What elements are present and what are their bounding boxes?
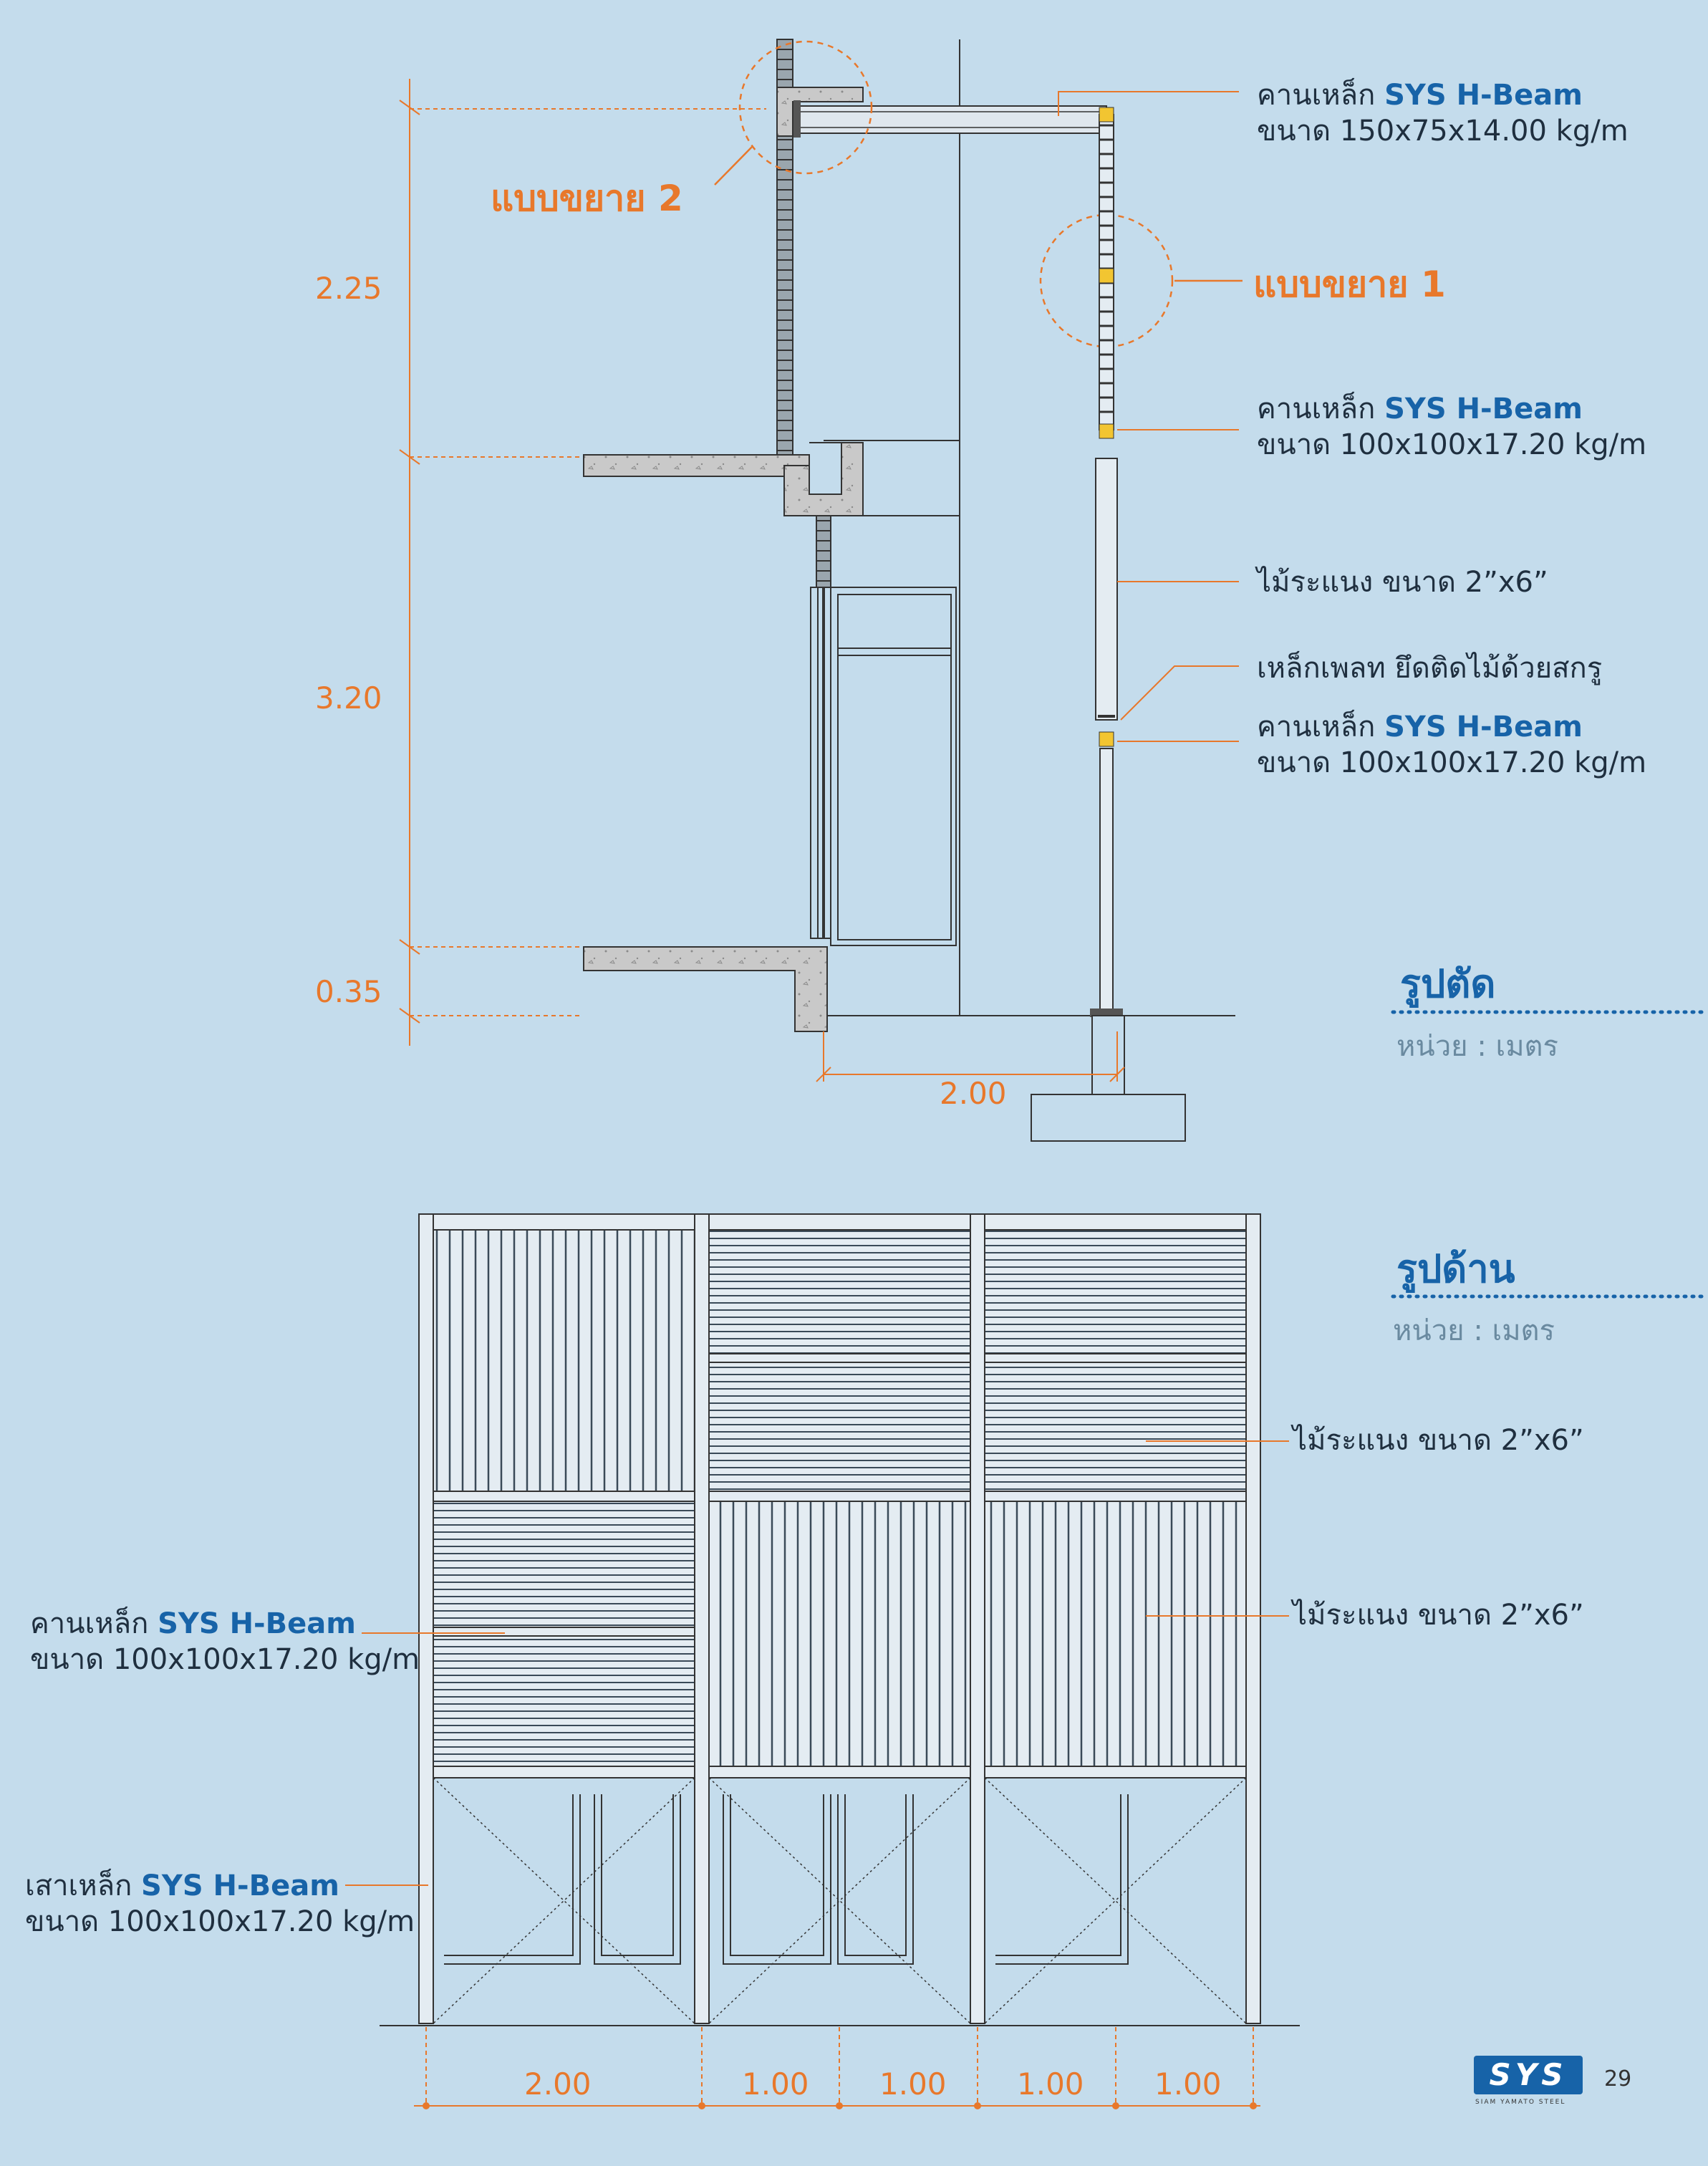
section-drawing [399,39,1708,1142]
label-brand: SYS H-Beam [1384,79,1583,112]
section-label-top-beam: คานเหล็ก SYS H-Beam ขนาด 150x75x14.00 kg… [1257,77,1629,149]
elevation-unit: หน่วย : เมตร [1393,1314,1555,1347]
section-title: รูปตัด [1400,961,1496,1006]
elevation-label-column: เสาเหล็ก SYS H-Beam ขนาด 100x100x17.20 k… [25,1868,415,1940]
page-number: 29 [1604,2066,1632,2092]
elevation-dim-4: 1.00 [1017,2066,1084,2102]
elevation-label-slat-top: ไม้ระแนง ขนาด 2”x6” [1293,1424,1584,1457]
elevation-dim-1: 2.00 [524,2066,592,2102]
elevation-title: รูปด้าน [1396,1246,1515,1291]
label-size: ขนาด 100x100x17.20 kg/m [1257,428,1647,461]
label-brand: SYS H-Beam [141,1869,339,1902]
sys-logo: SYS [1474,2056,1583,2094]
elevation-label-beam: คานเหล็ก SYS H-Beam ขนาด 100x100x17.20 k… [30,1606,420,1678]
elevation-dim-5: 1.00 [1154,2066,1222,2102]
label-prefix: คานเหล็ก [30,1607,149,1640]
detail-1-label: แบบขยาย 1 [1253,264,1446,305]
logo-subtitle: SIAM YAMATO STEEL [1475,2099,1566,2106]
label-prefix: คานเหล็ก [1257,79,1376,112]
label-prefix: คานเหล็ก [1257,711,1376,743]
dim-height-lower: 0.35 [315,974,382,1009]
dim-width: 2.00 [940,1076,1007,1111]
label-size: ขนาด 100x100x17.20 kg/m [1257,746,1647,779]
section-label-plate: เหล็กเพลท ยึดติดไม้ด้วยสกรู [1257,652,1603,685]
label-prefix: คานเหล็ก [1257,393,1376,425]
elevation-label-slat-mid: ไม้ระแนง ขนาด 2”x6” [1293,1599,1584,1632]
label-size: ขนาด 100x100x17.20 kg/m [30,1643,420,1676]
elevation-dim-3: 1.00 [879,2066,947,2102]
section-label-low-beam: คานเหล็ก SYS H-Beam ขนาด 100x100x17.20 k… [1257,709,1646,781]
label-brand: SYS H-Beam [158,1607,356,1640]
dim-height-upper: 2.25 [315,271,382,306]
label-size: ขนาด 100x100x17.20 kg/m [25,1905,415,1938]
elevation-dim-2: 1.00 [742,2066,809,2102]
label-brand: SYS H-Beam [1384,393,1583,425]
section-label-mid-beam: คานเหล็ก SYS H-Beam ขนาด 100x100x17.20 k… [1257,391,1646,463]
slat-post [1090,107,1123,1017]
detail-2-label: แบบขยาย 2 [491,178,683,219]
label-size: ขนาด 150x75x14.00 kg/m [1257,115,1629,148]
section-unit: หน่วย : เมตร [1396,1030,1559,1063]
label-prefix: เสาเหล็ก [25,1869,132,1902]
logo-text: SYS [1489,2057,1568,2092]
elevation-drawing [345,1213,1708,2109]
label-brand: SYS H-Beam [1384,711,1583,743]
dim-height-middle: 3.20 [315,680,382,716]
section-label-slat: ไม้ระแนง ขนาด 2”x6” [1257,566,1548,599]
